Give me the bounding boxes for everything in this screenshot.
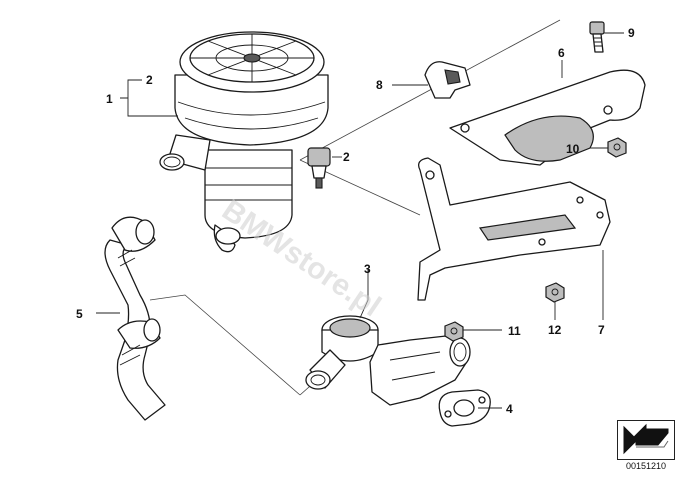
air-hose bbox=[104, 216, 166, 421]
callout-10: 10 bbox=[566, 142, 580, 156]
arrow-icon bbox=[623, 423, 669, 455]
callout-labels: 1 2 2 3 4 5 6 7 8 9 10 11 12 bbox=[76, 26, 635, 416]
bolt bbox=[589, 21, 605, 53]
nut-12 bbox=[545, 282, 565, 303]
callout-11: 11 bbox=[508, 324, 521, 338]
callout-1: 1 bbox=[106, 92, 113, 106]
callout-4: 4 bbox=[506, 402, 513, 416]
lower-bracket bbox=[417, 157, 611, 301]
callout-5: 5 bbox=[76, 307, 83, 321]
sensor-plug bbox=[307, 147, 331, 189]
watermark: BMWstore.pl bbox=[216, 193, 386, 323]
callout-6: 6 bbox=[558, 46, 565, 60]
reference-number: 00151210 bbox=[625, 461, 667, 471]
gasket bbox=[438, 389, 491, 427]
upper-bracket bbox=[449, 69, 646, 166]
reference-box bbox=[617, 420, 675, 460]
callout-2-pump: 2 bbox=[146, 73, 153, 87]
callout-8: 8 bbox=[376, 78, 383, 92]
check-valve bbox=[305, 315, 471, 406]
callout-2-plug: 2 bbox=[343, 150, 350, 164]
nut-10 bbox=[607, 137, 627, 158]
callout-3: 3 bbox=[364, 262, 371, 276]
clip bbox=[424, 61, 471, 99]
secondary-air-pump bbox=[159, 31, 329, 253]
callout-12: 12 bbox=[548, 323, 562, 337]
callout-7: 7 bbox=[598, 323, 605, 337]
leader-lines bbox=[96, 32, 624, 409]
callout-9: 9 bbox=[628, 26, 635, 40]
nut-11 bbox=[444, 321, 464, 342]
